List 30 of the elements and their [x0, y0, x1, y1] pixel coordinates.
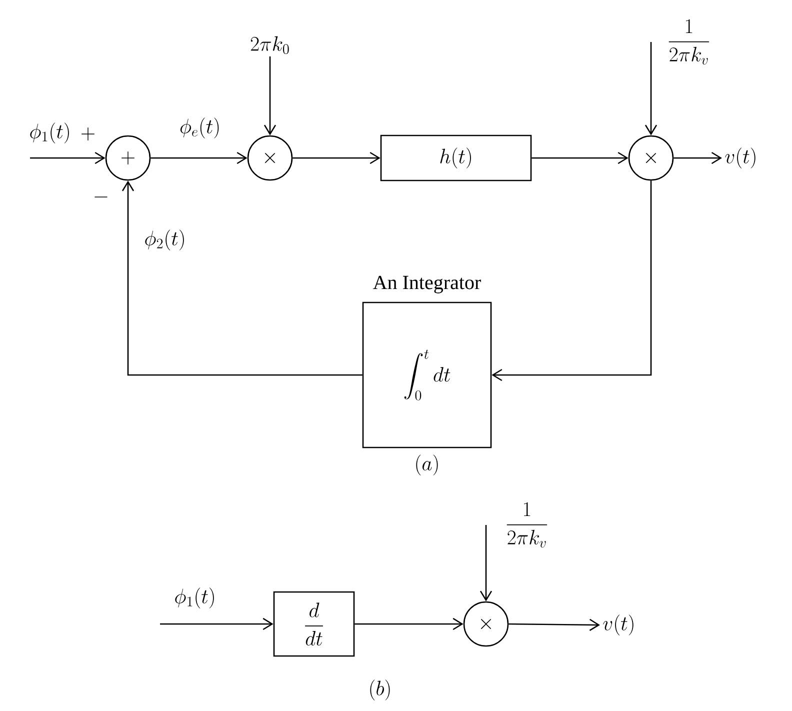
edge-label: $\phi_1(t)$: [30, 122, 69, 144]
integrator-box: An Integrator $\int_0^t dt$: [362, 276, 492, 448]
panel-label: $(b)$: [370, 680, 390, 700]
sign-label: $+$: [82, 128, 94, 141]
text-label: $\frac{1}{2\pi k_v}$: [668, 19, 710, 64]
arrow: [354, 618, 464, 630]
output-label: $v(t)$: [725, 148, 756, 168]
summing-junction: $+$: [105, 135, 151, 181]
arrow: [508, 618, 600, 631]
arrow: [292, 152, 380, 164]
arrow: [480, 525, 492, 602]
arrow: [532, 152, 628, 164]
block-box: $h(t)$: [380, 134, 532, 182]
text-label: $2\pi k_0$: [250, 36, 289, 54]
arrow: [644, 42, 658, 136]
arrow: [264, 56, 276, 136]
arrow: [674, 152, 722, 164]
arrow: [150, 152, 248, 164]
node-label: An Integrator: [373, 276, 481, 294]
block-box: $\frac{d}{dt}$: [273, 591, 355, 657]
output-label: $v(t)$: [603, 614, 634, 636]
arrow: [122, 180, 362, 376]
arrow: [160, 618, 274, 630]
arrow: [492, 180, 652, 382]
text-label: $\frac{1}{2\pi k_v}$: [506, 502, 548, 548]
sign-label: $-$: [94, 196, 108, 198]
edge-label: $\phi_2(t)$: [145, 230, 184, 250]
edge-label: $\phi_e(t)$: [180, 118, 219, 138]
edge-label: $\phi_1(t)$: [175, 588, 214, 608]
arrow: [30, 152, 106, 164]
